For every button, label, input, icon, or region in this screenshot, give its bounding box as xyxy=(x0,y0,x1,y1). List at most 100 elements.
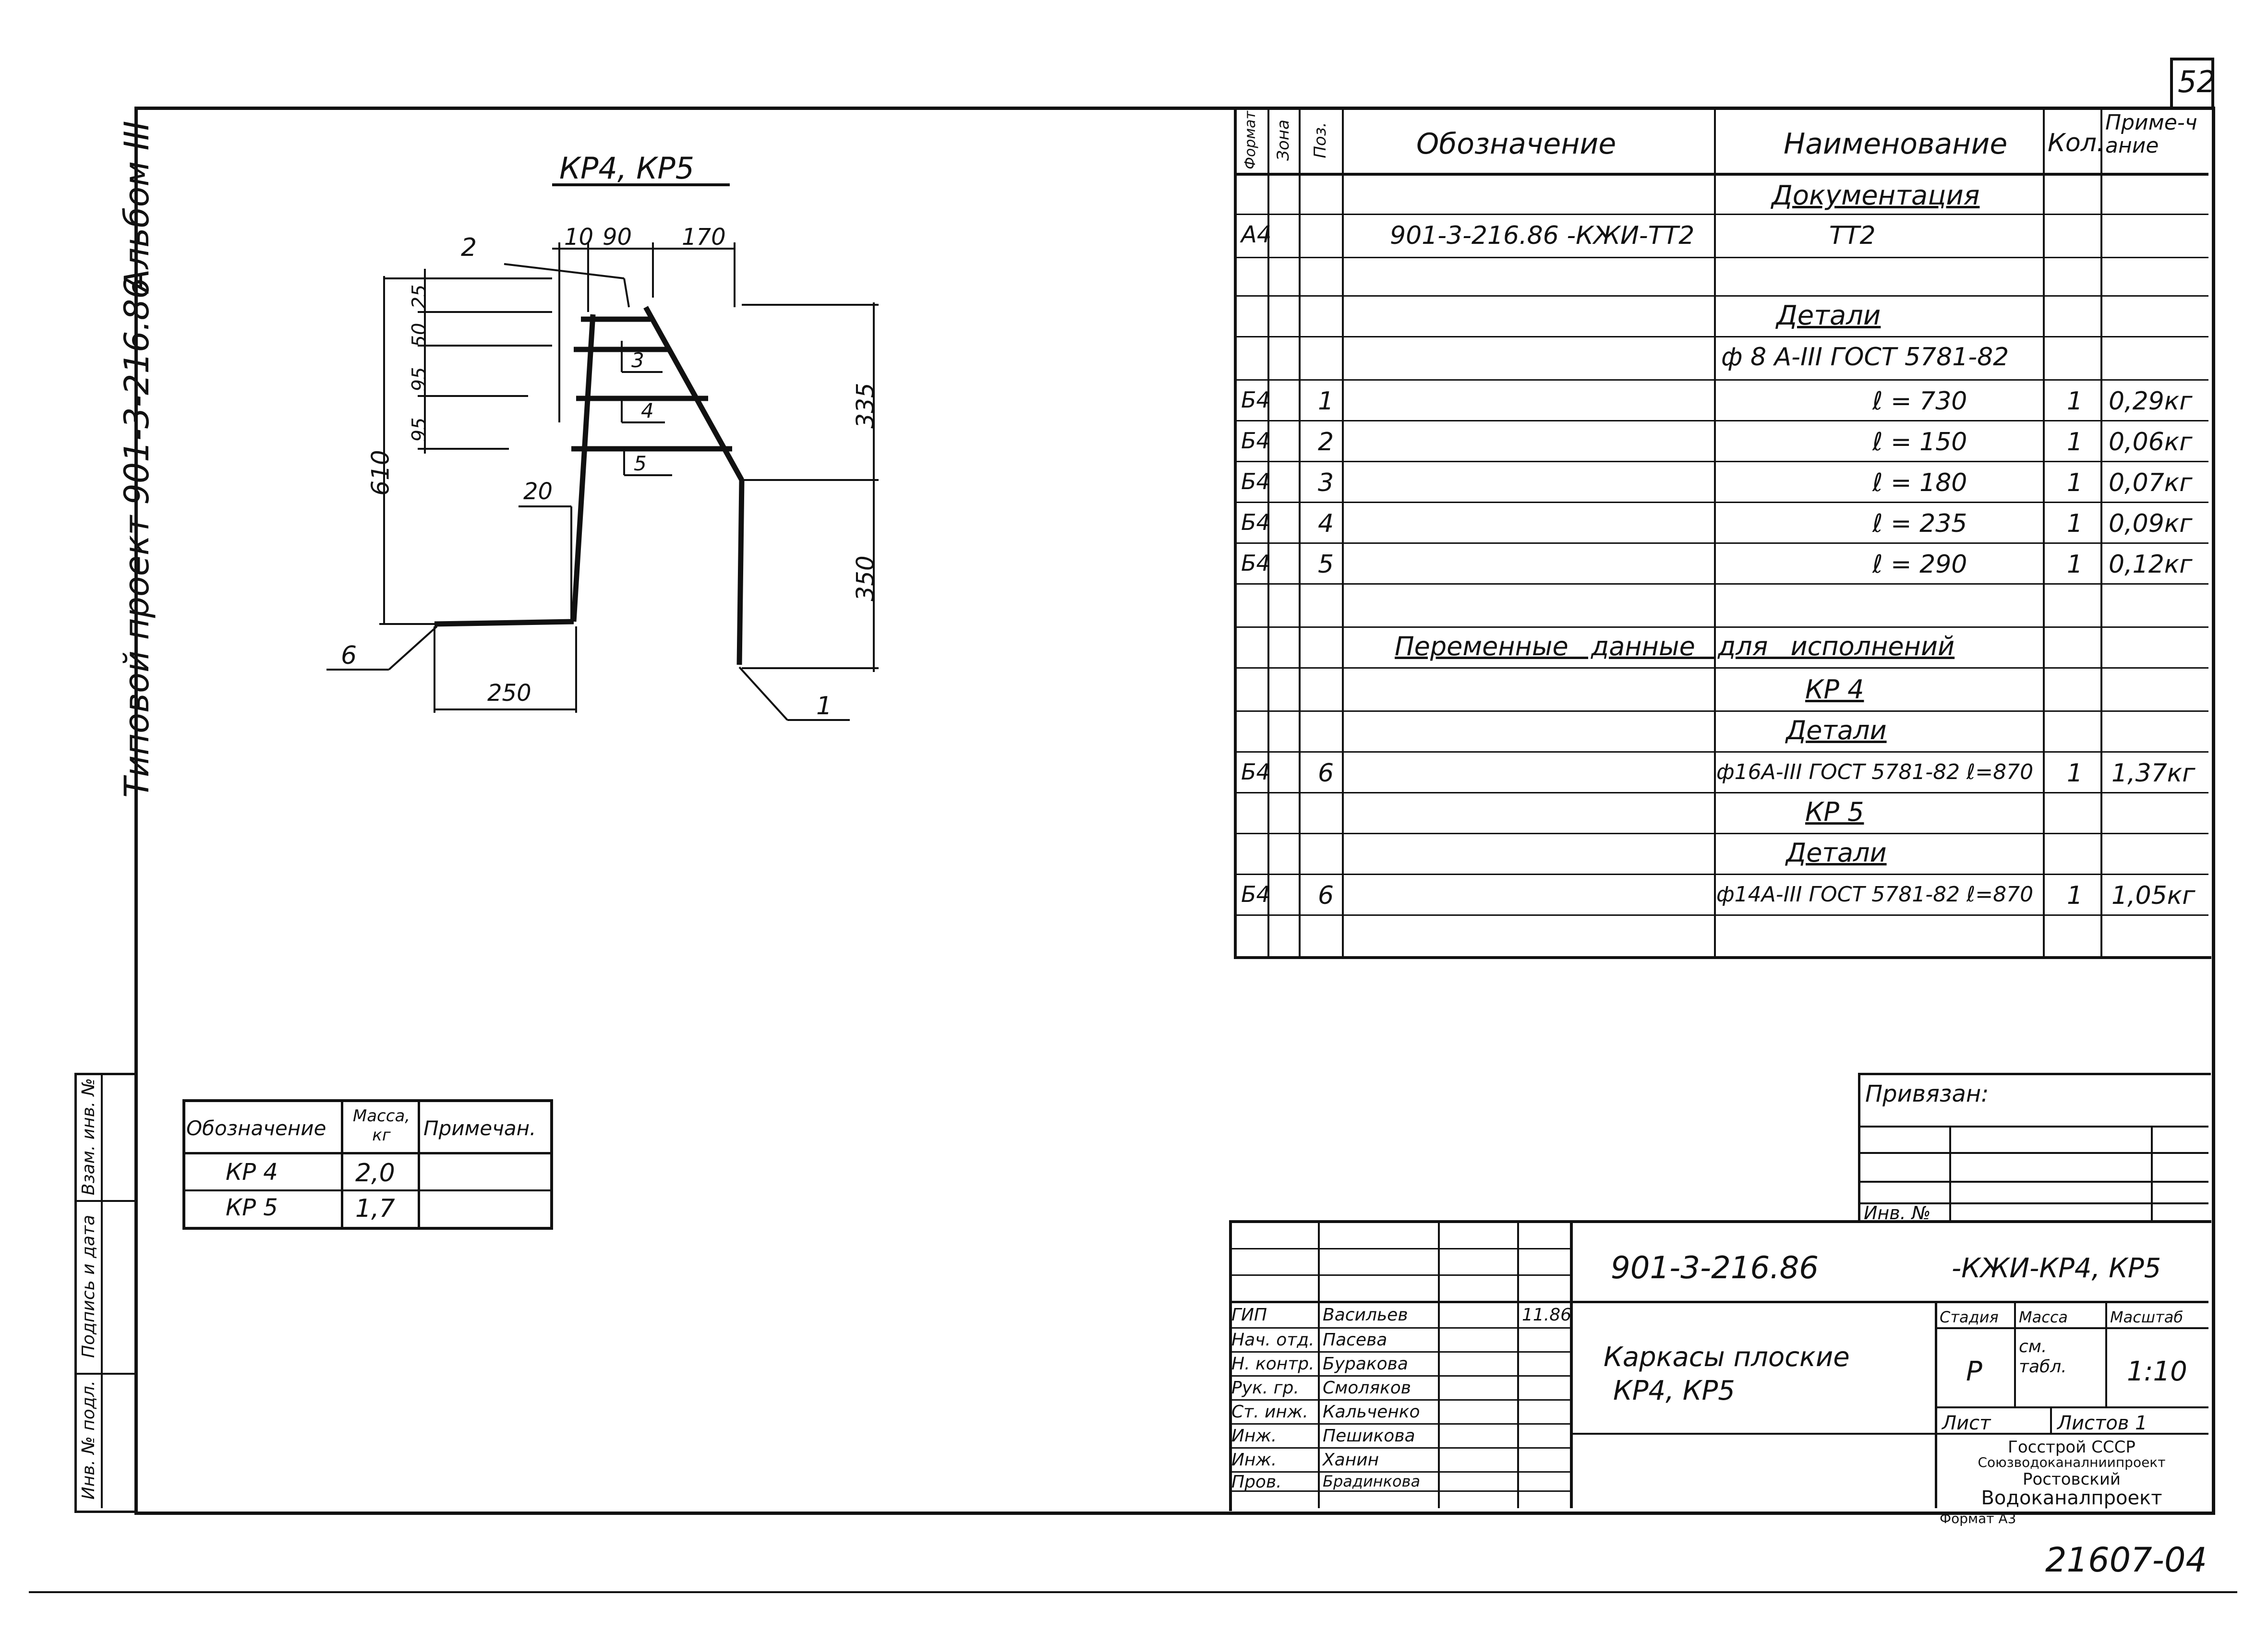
dim-20: 20 xyxy=(523,478,553,505)
tb-code-suffix: -КЖИ-КР4, КР5 xyxy=(1952,1253,2161,1284)
tb-role: Н. контр. xyxy=(1231,1354,1315,1374)
left-strip xyxy=(74,1073,137,1513)
tb-row-line xyxy=(1570,1433,1935,1435)
tb-col-line xyxy=(2014,1301,2016,1406)
pos-label-1: 1 xyxy=(816,692,832,720)
spec-variable-title: Переменные данные для исполнений xyxy=(1395,631,1955,661)
spec-row-line xyxy=(1234,583,2208,585)
spec-row-qty: 1 xyxy=(2067,387,2083,416)
spec-row-format: Б4 xyxy=(1241,550,1270,576)
tb-mass-header: Масса xyxy=(2019,1308,2068,1326)
spec-col-line xyxy=(1342,107,1344,956)
mass-table-line xyxy=(341,1099,343,1227)
tb-row-line xyxy=(1229,1301,2208,1303)
tb-name: Пешикова xyxy=(1323,1426,1415,1446)
sheet-number-box xyxy=(2170,58,2214,108)
spec-row-line xyxy=(1234,295,2208,297)
tb-scale-header: Масштаб xyxy=(2110,1308,2184,1326)
sheet-number: 52 xyxy=(2178,64,2216,99)
spec-header-note: Приме-чание xyxy=(2105,110,2197,158)
sheet-frame xyxy=(134,107,2215,1515)
left-strip-divider xyxy=(101,1073,103,1508)
drawing-title: КР4, КР5 xyxy=(559,151,695,186)
spec-row-pos: 2 xyxy=(1318,428,1334,456)
spec-header-zone: Зона xyxy=(1274,120,1293,161)
dim-right-350: 350 xyxy=(851,555,880,601)
spec-kr4-note: 1,37кг xyxy=(2111,759,2196,788)
spec-rebar-spec: ф 8 А-III ГОСТ 5781-82 xyxy=(1721,343,2009,372)
spec-col-line xyxy=(2043,107,2045,956)
binding-line xyxy=(1858,1202,2208,1204)
dim-left-25: 25 xyxy=(408,284,431,309)
spec-row-name: ℓ = 180 xyxy=(1872,468,1967,497)
mass-row-kr4-mass: 2,0 xyxy=(355,1159,395,1188)
tb-role: ГИП xyxy=(1231,1305,1267,1325)
left-strip-divider xyxy=(74,1373,134,1375)
tb-row-line xyxy=(1229,1399,1570,1401)
tb-row-line xyxy=(1229,1248,1570,1249)
pos-label-5: 5 xyxy=(634,452,647,475)
spec-kr5-pos: 6 xyxy=(1318,881,1334,910)
spec-doc-format: А4 xyxy=(1241,221,1272,248)
tb-name: Пасева xyxy=(1323,1330,1387,1350)
dim-left-50: 50 xyxy=(408,323,431,348)
tb-name: Кальченко xyxy=(1323,1402,1420,1422)
bottom-trim-line xyxy=(29,1591,2237,1593)
binding-line xyxy=(1949,1126,1951,1220)
spec-kr5-note: 1,05кг xyxy=(2111,881,2196,910)
mass-header-note: Примечан. xyxy=(423,1116,536,1140)
spec-doc-designation: 901-3-216.86 -КЖИ-ТТ2 xyxy=(1390,221,1695,250)
spec-details-title: Детали xyxy=(1776,300,1881,331)
spec-row-line xyxy=(1234,751,2208,753)
title-block xyxy=(1229,1220,2211,1511)
spec-kr5-qty: 1 xyxy=(2067,881,2083,910)
spec-row-line xyxy=(1234,626,2208,628)
pos-label-4: 4 xyxy=(641,399,654,422)
binding-line xyxy=(1858,1152,2208,1154)
spec-kr4-details: Детали xyxy=(1786,715,1887,745)
tb-role: Инж. xyxy=(1231,1450,1277,1470)
binding-inv: Инв. № xyxy=(1864,1202,1931,1224)
tb-name: Ханин xyxy=(1323,1450,1379,1470)
spec-row-note: 0,06кг xyxy=(2109,428,2193,456)
tb-name-line2: КР4, КР5 xyxy=(1613,1375,1735,1406)
spec-kr4-pos: 6 xyxy=(1318,759,1334,788)
spec-kr4-format: Б4 xyxy=(1241,759,1270,785)
tb-sheet-label: Лист xyxy=(1942,1412,1991,1434)
tb-col-line xyxy=(1570,1220,1573,1508)
tb-stage-header: Стадия xyxy=(1940,1308,1999,1326)
spec-kr5-format: Б4 xyxy=(1241,881,1270,907)
spec-row-name: ℓ = 235 xyxy=(1872,509,1967,538)
tb-name-line1: Каркасы плоские xyxy=(1604,1342,1850,1373)
tb-role: Ст. инж. xyxy=(1231,1402,1308,1422)
pos-label-2: 2 xyxy=(461,233,477,262)
spec-col-line xyxy=(1714,107,1716,956)
mass-row-kr5-mass: 1,7 xyxy=(355,1194,395,1223)
dim-left-95a: 95 xyxy=(408,367,431,392)
sheet-stamp: 21607-04 xyxy=(2045,1540,2208,1580)
tb-format: Формат А3 xyxy=(1940,1511,2016,1526)
mass-table-line xyxy=(182,1189,550,1191)
tb-sheets-label: Листов 1 xyxy=(2057,1412,2147,1434)
spec-row-line xyxy=(1234,874,2208,875)
spec-col-line xyxy=(1299,107,1301,956)
mass-table xyxy=(182,1099,553,1230)
dim-top-10: 10 xyxy=(564,224,594,251)
tb-code: 901-3-216.86 xyxy=(1611,1250,1819,1286)
spec-header-qty: Кол. xyxy=(2048,129,2105,157)
mass-header-mass: Масса, кг xyxy=(352,1106,410,1145)
spec-doc-name: ТТ2 xyxy=(1829,221,1876,250)
spec-row-line xyxy=(1234,667,2208,669)
tb-col-line xyxy=(2050,1406,2052,1433)
binding-line xyxy=(2151,1126,2153,1220)
spec-row-line xyxy=(1234,502,2208,503)
tb-row-line xyxy=(1935,1406,2208,1408)
spec-col-line xyxy=(1267,107,1269,956)
spec-row-format: Б4 xyxy=(1241,468,1270,494)
spec-row-qty: 1 xyxy=(2067,550,2083,579)
tb-role: Инж. xyxy=(1231,1426,1277,1446)
tb-col-line xyxy=(1935,1301,1937,1508)
spec-row-line xyxy=(1234,833,2208,834)
tb-row-line xyxy=(1229,1423,1570,1425)
tb-role: Нач. отд. xyxy=(1231,1330,1315,1350)
